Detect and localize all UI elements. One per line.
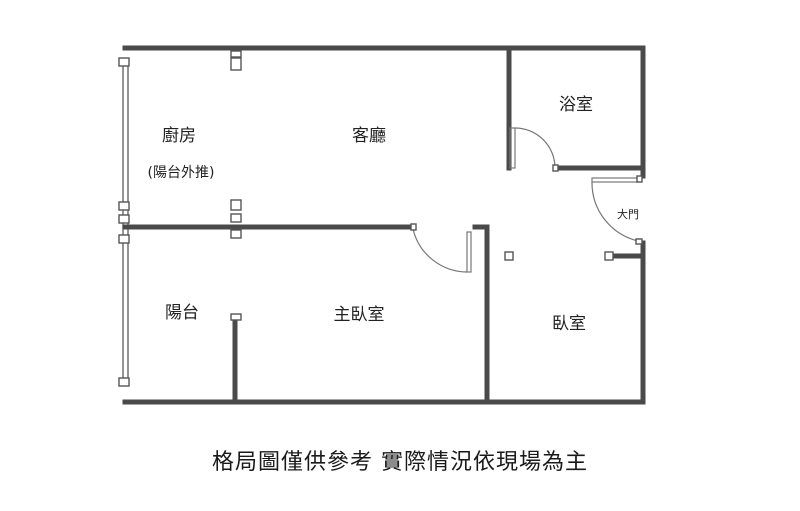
balcony-note-label: (陽台外推) [148,165,215,181]
bathroom-door [509,127,559,172]
interior-walls [122,45,646,405]
living-room-label: 客廳 [352,126,386,146]
master-bedroom-label: 主臥室 [334,305,385,325]
wall-posts [118,50,614,387]
outer-walls [122,45,646,405]
main-door-label: 大門 [617,207,639,221]
main-door [591,175,643,245]
bathroom-label: 浴室 [559,95,593,115]
kitchen-label: 廚房 [162,125,196,146]
bedroom-label: 臥室 [552,314,586,334]
balcony-label: 陽台 [165,303,199,323]
master-bedroom-door [410,223,472,273]
disclaimer-caption: 格局圖僅供參考 實際情況依現場為主 [212,450,588,475]
